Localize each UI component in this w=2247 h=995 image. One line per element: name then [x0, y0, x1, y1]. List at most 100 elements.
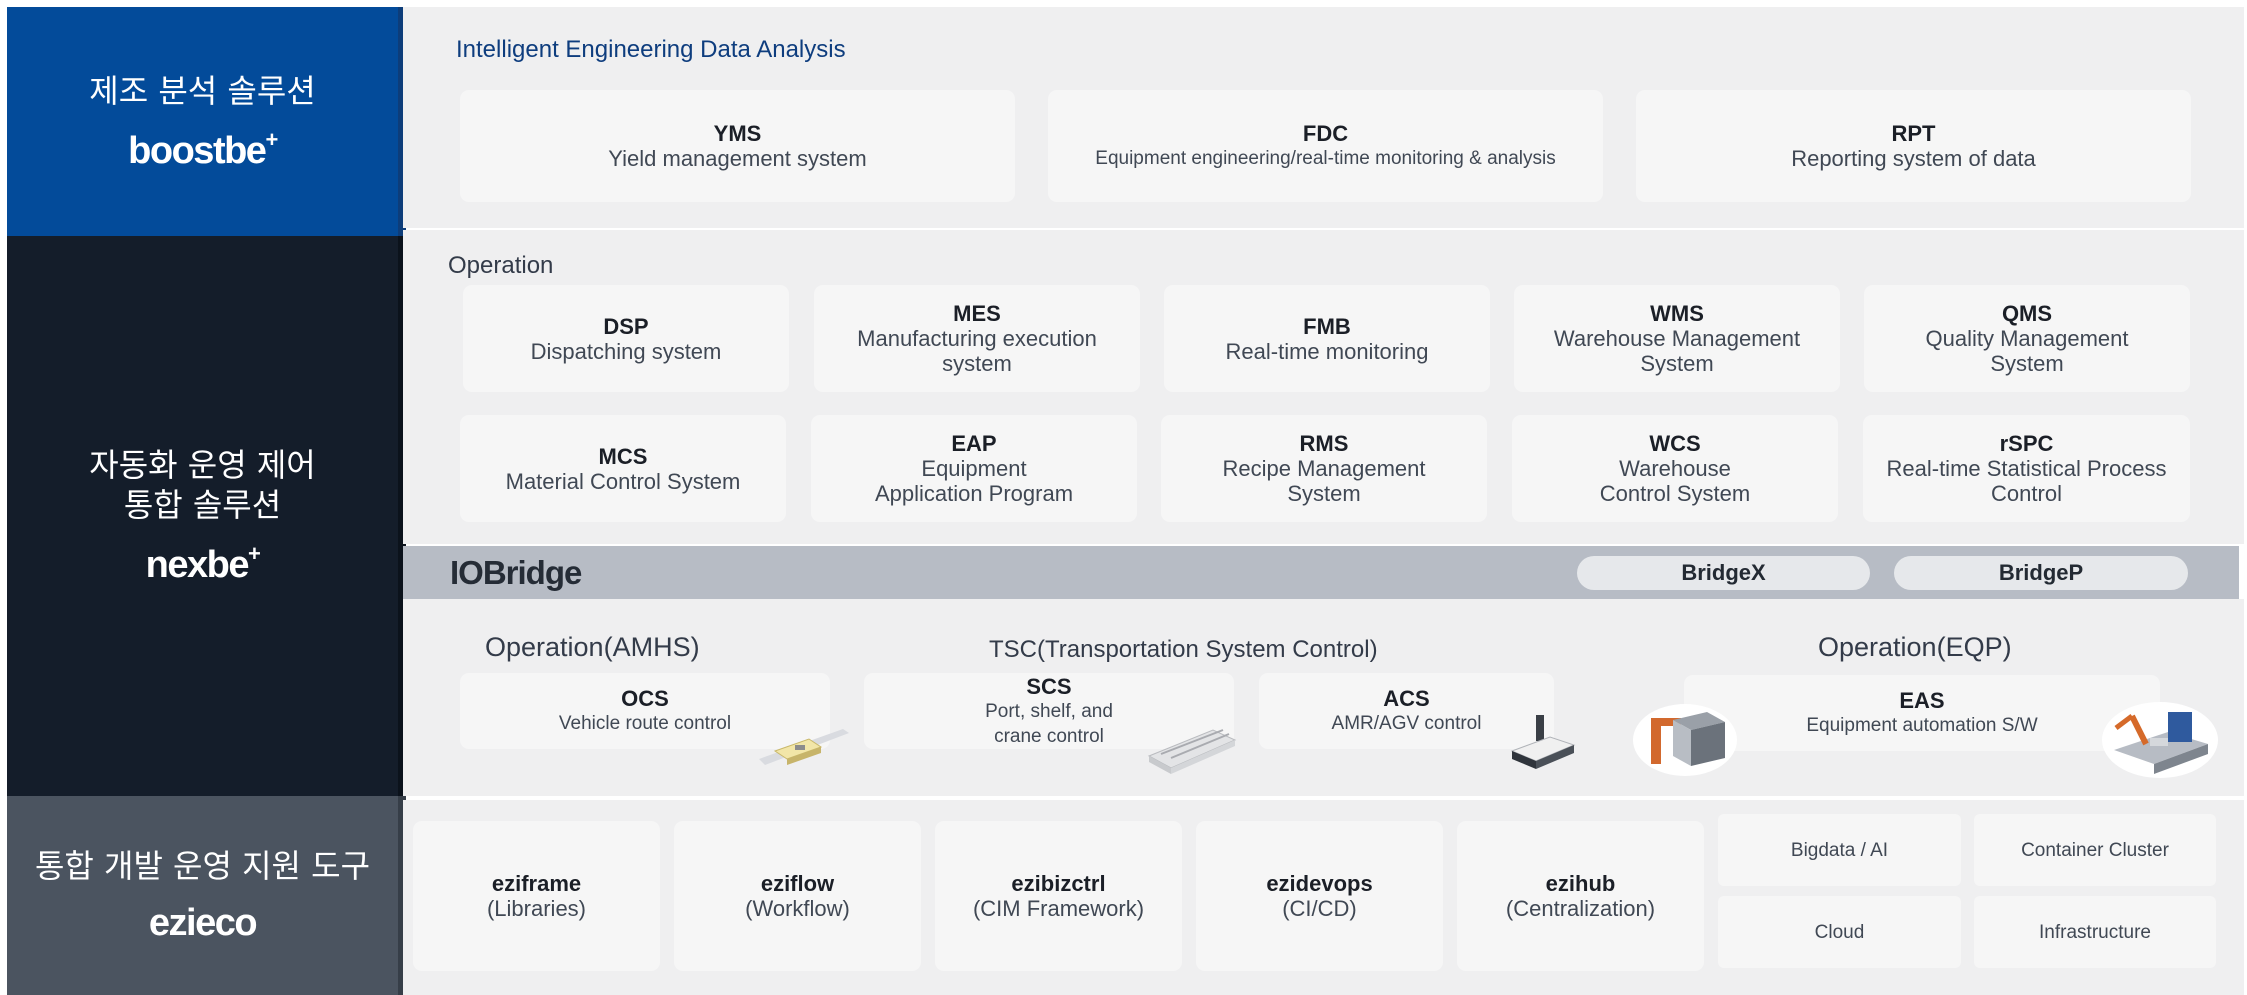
- card-acs: ACS AMR/AGV control: [1259, 673, 1554, 749]
- tool-ezibizctrl-desc: (CIM Framework): [972, 896, 1145, 921]
- tool-eziflow-desc: (Workflow): [745, 896, 850, 921]
- card-eas: EAS Equipment automation S/W: [1684, 675, 2160, 751]
- card-rpt-desc: Reporting system of data: [1791, 146, 2036, 171]
- card-ocs: OCS Vehicle route control: [460, 673, 830, 749]
- card-wcs: WCS Warehouse Control System: [1512, 415, 1838, 522]
- band-analysis: 제조 분석 솔루션 boostbe+: [7, 7, 406, 236]
- card-wms-title: WMS: [1650, 301, 1704, 326]
- infra-container-cluster: Container Cluster: [1974, 814, 2216, 886]
- tool-ezihub-desc: (Centralization): [1505, 896, 1656, 921]
- card-rms: RMS Recipe Management System: [1161, 415, 1487, 522]
- card-yms: YMS Yield management system: [460, 90, 1015, 202]
- eqp-machine-icon: [1633, 704, 1737, 776]
- card-mes: MES Manufacturing execution system: [814, 285, 1140, 392]
- card-rms-title: RMS: [1299, 431, 1349, 456]
- card-rpt-title: RPT: [1891, 121, 1936, 146]
- card-ocs-title: OCS: [621, 686, 669, 711]
- tsc-section-title: TSC(Transportation System Control): [989, 636, 1378, 663]
- band-automation: 자동화 운영 제어 통합 솔루션 nexbe+: [7, 236, 406, 796]
- bridgep-pill: BridgeP: [1894, 556, 2188, 590]
- card-eas-title: EAS: [1899, 688, 1945, 713]
- infra-infrastructure-label: Infrastructure: [2039, 921, 2151, 943]
- scs-stocker-icon: [1147, 729, 1237, 774]
- card-eap-desc: Equipment Application Program: [874, 456, 1074, 506]
- card-eap-title: EAP: [951, 431, 997, 456]
- card-rms-desc: Recipe Management System: [1222, 456, 1426, 506]
- analysis-section-title: Intelligent Engineering Data Analysis: [456, 36, 846, 63]
- card-scs-desc: Port, shelf, and crane control: [985, 700, 1113, 747]
- tool-ezidevops-desc: (CI/CD): [1282, 896, 1357, 921]
- infra-bigdata-ai-label: Bigdata / AI: [1790, 839, 1889, 861]
- card-qms-desc: Quality Management System: [1925, 326, 2129, 376]
- card-eas-desc: Equipment automation S/W: [1806, 715, 2038, 736]
- infra-cloud-label: Cloud: [1814, 921, 1865, 943]
- card-fmb: FMB Real-time monitoring: [1164, 285, 1490, 392]
- amhs-section-title: Operation(AMHS): [485, 632, 700, 662]
- tool-eziframe: eziframe (Libraries): [413, 821, 660, 971]
- operation-section-title: Operation: [448, 252, 554, 279]
- card-dsp: DSP Dispatching system: [463, 285, 789, 392]
- card-qms: QMS Quality Management System: [1864, 285, 2190, 392]
- tool-ezidevops-title: ezidevops: [1266, 871, 1373, 896]
- card-acs-title: ACS: [1383, 686, 1430, 711]
- card-yms-title: YMS: [713, 121, 762, 146]
- tool-ezihub-title: ezihub: [1545, 871, 1616, 896]
- band-automation-title-2: 통합 솔루션: [123, 486, 282, 524]
- card-eap: EAP Equipment Application Program: [811, 415, 1137, 522]
- tool-ezihub: ezihub (Centralization): [1457, 821, 1704, 971]
- band-automation-title-1: 자동화 운영 제어: [89, 446, 316, 484]
- card-mes-title: MES: [953, 301, 1001, 326]
- brand-nexbe-logo: nexbe+: [145, 541, 261, 587]
- band-devtools: 통합 개발 운영 지원 도구 ezieco: [7, 796, 406, 995]
- card-fdc: FDC Equipment engineering/real-time moni…: [1048, 90, 1603, 202]
- card-rspc-desc: Real-time Statistical Process Control: [1886, 456, 2167, 506]
- card-mcs-title: MCS: [598, 443, 648, 469]
- card-scs-title: SCS: [1026, 673, 1072, 699]
- infra-bigdata-ai: Bigdata / AI: [1718, 814, 1961, 886]
- tool-ezibizctrl-title: ezibizctrl: [1011, 871, 1106, 896]
- eqp-section-title: Operation(EQP): [1818, 632, 2012, 662]
- brand-nexbe-plus: +: [247, 541, 261, 566]
- acs-amr-icon: [1510, 715, 1576, 769]
- card-mcs: MCS Material Control System: [460, 415, 786, 522]
- iobridge-logo: IOBridge: [450, 554, 582, 591]
- card-fdc-title: FDC: [1302, 121, 1349, 146]
- card-yms-desc: Yield management system: [608, 146, 867, 171]
- eas-robot-arm-icon: [2102, 702, 2218, 778]
- card-mcs-desc: Material Control System: [505, 468, 741, 494]
- card-rspc-title: rSPC: [1999, 431, 2054, 456]
- card-acs-desc: AMR/AGV control: [1331, 713, 1482, 734]
- infra-cloud: Cloud: [1718, 896, 1961, 968]
- card-wms-desc: Warehouse Management System: [1553, 326, 1801, 376]
- tool-eziflow: eziflow (Workflow): [674, 821, 921, 971]
- brand-boostbe-plus: +: [265, 126, 278, 152]
- tool-eziframe-desc: (Libraries): [486, 896, 587, 921]
- brand-boostbe-text: boostbe: [128, 129, 267, 172]
- card-fmb-desc: Real-time monitoring: [1225, 338, 1429, 364]
- card-scs: SCS Port, shelf, and crane control: [864, 673, 1234, 749]
- brand-boostbe-logo: boostbe+: [128, 126, 278, 173]
- ocs-vehicle-icon: [759, 729, 849, 765]
- card-fmb-title: FMB: [1303, 313, 1351, 339]
- card-dsp-desc: Dispatching system: [530, 338, 722, 364]
- card-dsp-title: DSP: [603, 313, 649, 339]
- card-wms: WMS Warehouse Management System: [1514, 285, 1840, 392]
- card-qms-title: QMS: [2001, 301, 2053, 326]
- card-rpt: RPT Reporting system of data: [1636, 90, 2191, 202]
- card-mes-desc: Manufacturing execution system: [857, 326, 1097, 376]
- bridgex-pill: BridgeX: [1577, 556, 1870, 590]
- card-wcs-title: WCS: [1649, 431, 1701, 456]
- card-ocs-desc: Vehicle route control: [558, 713, 732, 734]
- band-analysis-title: 제조 분석 솔루션: [89, 71, 316, 110]
- infra-infrastructure: Infrastructure: [1974, 896, 2216, 968]
- tool-eziframe-title: eziframe: [491, 871, 582, 896]
- card-wcs-desc: Warehouse Control System: [1599, 456, 1751, 506]
- tool-ezibizctrl: ezibizctrl (CIM Framework): [935, 821, 1182, 971]
- brand-ezieco-logo: ezieco: [148, 902, 258, 944]
- brand-nexbe-text: nexbe: [145, 544, 250, 586]
- card-rspc: rSPC Real-time Statistical Process Contr…: [1863, 415, 2190, 522]
- tool-ezidevops: ezidevops (CI/CD): [1196, 821, 1443, 971]
- card-fdc-desc: Equipment engineering/real-time monitori…: [1095, 148, 1556, 169]
- tool-eziflow-title: eziflow: [760, 871, 835, 896]
